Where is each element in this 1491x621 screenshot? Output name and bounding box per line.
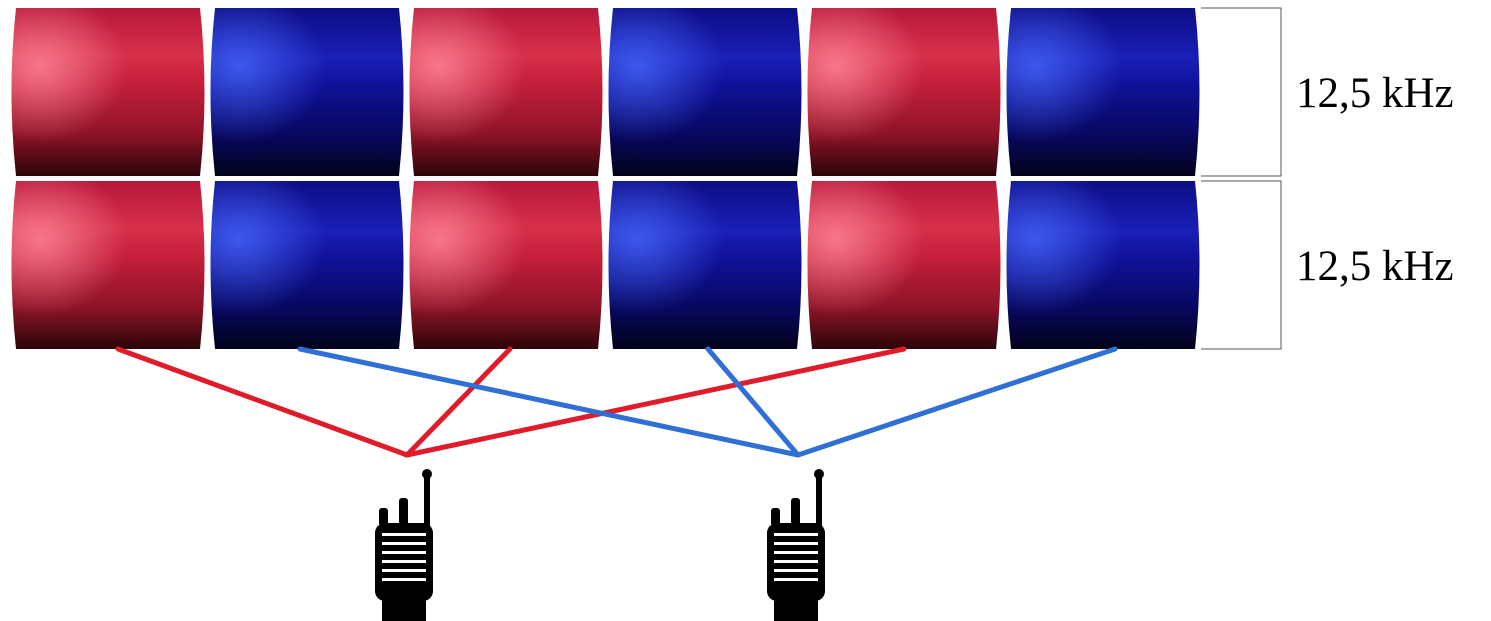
radios [375,469,825,621]
red-slot-link [404,346,513,458]
slot-highlight [210,8,404,176]
time-slot-red [807,181,1001,349]
channel-row: 12,5 kHz [11,7,1454,177]
time-slot-blue [1006,181,1200,349]
time-slot-blue [210,8,404,176]
slot-highlight [1006,181,1200,349]
slot-highlight [210,181,404,349]
time-slot-red [409,8,603,176]
time-slot-red [11,8,205,176]
slot-highlight [11,8,205,176]
channel-bandwidth-label: 12,5 kHz [1296,70,1454,117]
walkie-talkie-icon [375,469,433,621]
channel-rows: 12,5 kHz 12,5 kHz [11,7,1454,350]
blue-slot-link [705,346,801,458]
slot-highlight [11,181,205,349]
time-slot-red [807,8,1001,176]
time-slot-red [11,181,205,349]
channel-row: 12,5 kHz [11,180,1454,350]
slot-highlight [1006,8,1200,176]
time-slot-blue [210,181,404,349]
blue-slot-link [297,346,801,458]
time-slot-blue [1006,8,1200,176]
slot-highlight [608,181,802,349]
slot-highlight [409,8,603,176]
slot-highlight [409,181,603,349]
time-slot-red [409,181,603,349]
blue-slot-link [795,346,1118,458]
time-slot-blue [608,8,802,176]
slot-highlight [807,8,1001,176]
red-slot-link [115,346,410,458]
radio-links [115,346,1118,458]
walkie-talkie-icon [767,469,825,621]
time-slot-blue [608,181,802,349]
channel-bracket [1201,7,1282,177]
slot-highlight [608,8,802,176]
channel-bandwidth-label: 12,5 kHz [1296,243,1454,290]
channel-bracket [1201,180,1282,350]
red-slot-link [404,346,907,458]
slot-highlight [807,181,1001,349]
